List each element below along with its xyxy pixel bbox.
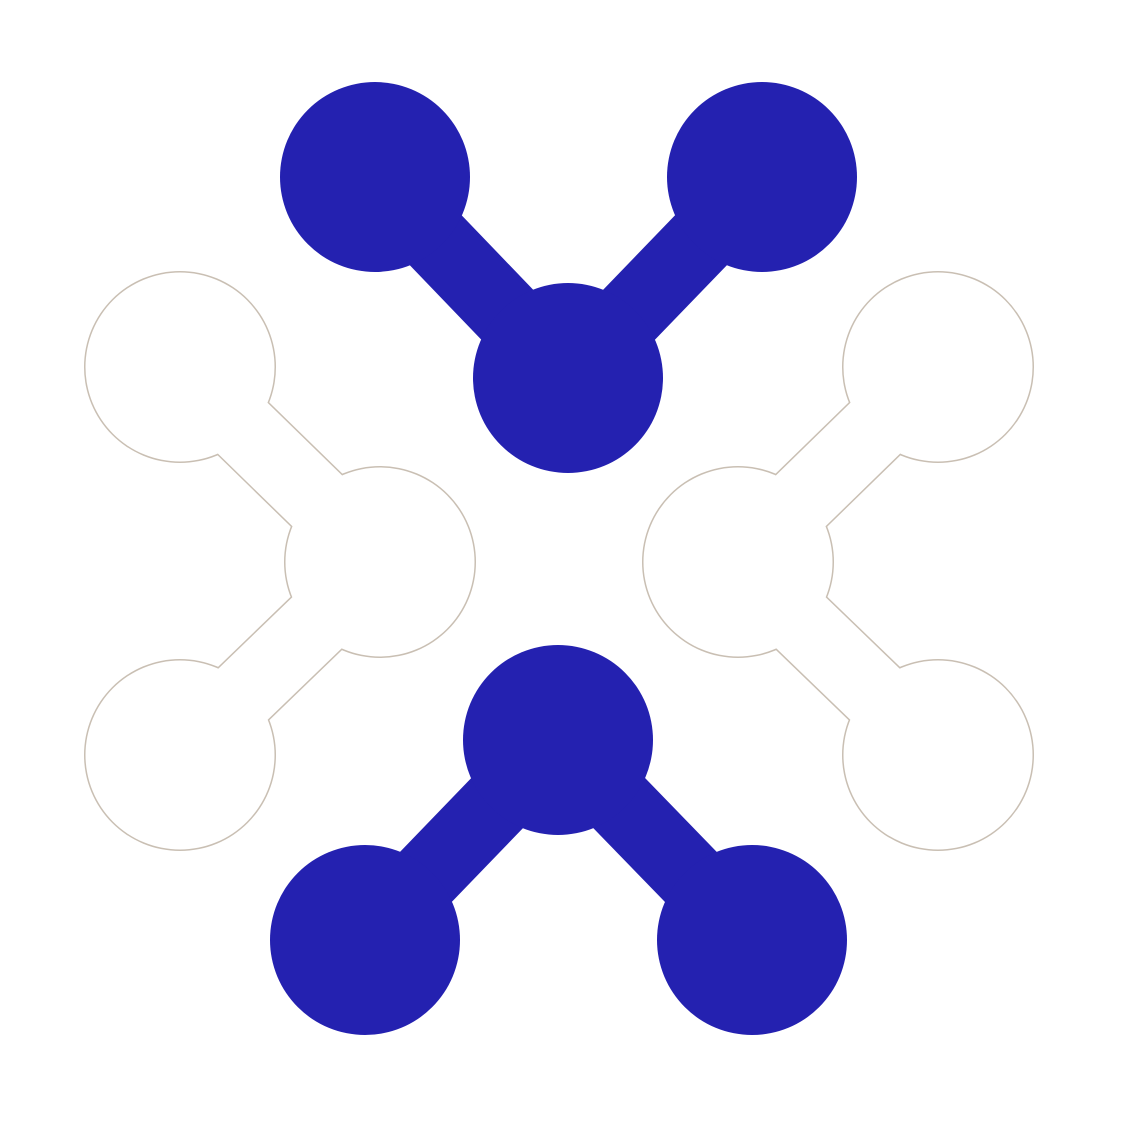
- top-cluster: [280, 82, 857, 473]
- node-lobe: [667, 82, 857, 272]
- node-lobe: [270, 845, 460, 1035]
- filled-clusters: [270, 82, 857, 1035]
- node-lobe: [280, 82, 470, 272]
- node-lobe: [463, 645, 653, 835]
- node-lobe: [657, 845, 847, 1035]
- bottom-cluster: [270, 645, 847, 1035]
- node-lobe: [473, 283, 663, 473]
